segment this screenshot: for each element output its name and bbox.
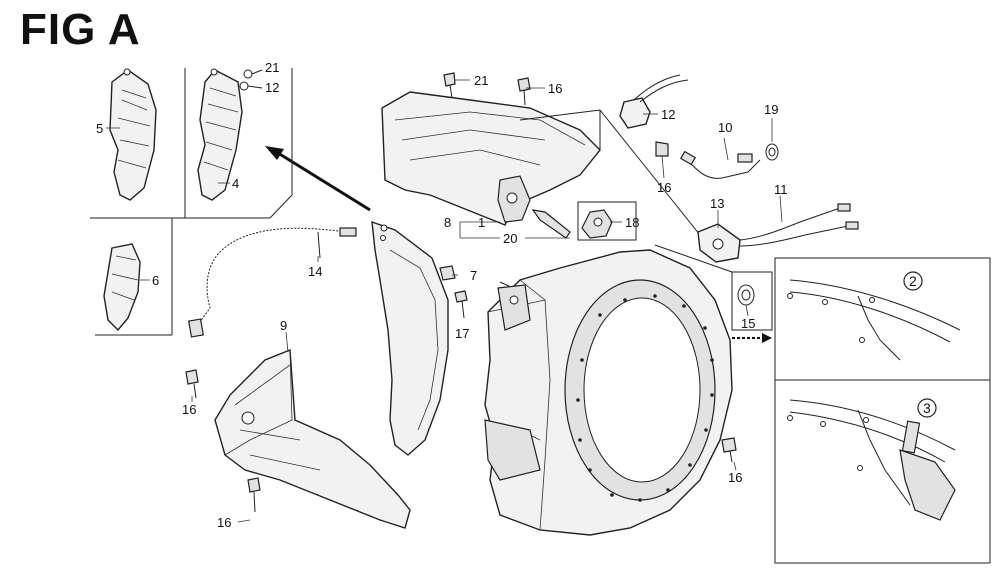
part-19-spring [765, 143, 779, 161]
callout-labels: 5 21 12 4 6 21 16 12 10 19 16 11 8 1 20 … [96, 60, 937, 530]
part-4-guard [197, 68, 243, 201]
callout-6: 6 [152, 273, 159, 288]
inset-marker-3: 3 [917, 398, 937, 418]
callout-18: 18 [625, 215, 639, 230]
callout-4: 4 [232, 176, 239, 191]
bolt-16-left [185, 369, 199, 399]
svg-text:3: 3 [923, 400, 931, 416]
callout-16: 16 [217, 515, 231, 530]
part-8-top-cover [381, 91, 601, 226]
svg-text:2: 2 [909, 273, 917, 289]
callout-16: 16 [728, 470, 742, 485]
detail-inset [774, 257, 991, 564]
callout-7: 7 [470, 268, 477, 283]
bolt-16-bottom [247, 477, 261, 513]
part-12-condenser [619, 74, 689, 129]
part-6-bracket [103, 243, 141, 332]
inset-arrow [732, 333, 772, 343]
callout-11: 11 [774, 182, 788, 197]
bolt-16-top [517, 77, 531, 106]
leader-lines [106, 79, 783, 523]
callout-20: 20 [503, 231, 517, 246]
part-11-wire-lead [739, 203, 859, 247]
housing-bolt-holes [576, 294, 714, 502]
part-10-cable [679, 150, 761, 179]
part-14-wire [188, 227, 357, 338]
callout-12: 12 [265, 80, 279, 95]
callout-1: 1 [478, 215, 485, 230]
bolt-16-housing [721, 437, 737, 463]
part-9-lower-shroud [214, 348, 411, 529]
bolt-7 [439, 265, 456, 281]
callout-21: 21 [474, 73, 488, 88]
figure-title: FIG A [20, 5, 141, 54]
bolt-17 [454, 290, 468, 319]
callout-16: 16 [548, 81, 562, 96]
callout-8: 8 [444, 215, 451, 230]
callout-17: 17 [455, 326, 469, 341]
callout-5: 5 [96, 121, 103, 136]
callout-14: 14 [308, 264, 322, 279]
callout-16: 16 [182, 402, 196, 417]
bolt-21-top [443, 72, 456, 99]
part-5-guard [109, 68, 157, 201]
bolt-20 [531, 209, 571, 239]
callout-13: 13 [710, 196, 724, 211]
inset-marker-2: 2 [903, 271, 923, 291]
direction-arrow [265, 146, 371, 212]
bolt-16-right-upper [655, 141, 669, 157]
part-18-clip [577, 201, 637, 241]
callout-10: 10 [718, 120, 732, 135]
parts-group-dividers [90, 68, 293, 336]
callout-16: 16 [657, 180, 671, 195]
callout-15: 15 [741, 316, 755, 331]
part-shroud-middle [371, 220, 449, 456]
callout-9: 9 [280, 318, 287, 333]
fan-housing [484, 249, 733, 536]
callout-21: 21 [265, 60, 279, 75]
bolt-21-12-small [239, 69, 263, 91]
callout-12: 12 [661, 107, 675, 122]
part-13-switch [697, 223, 741, 263]
callout-19: 19 [764, 102, 778, 117]
